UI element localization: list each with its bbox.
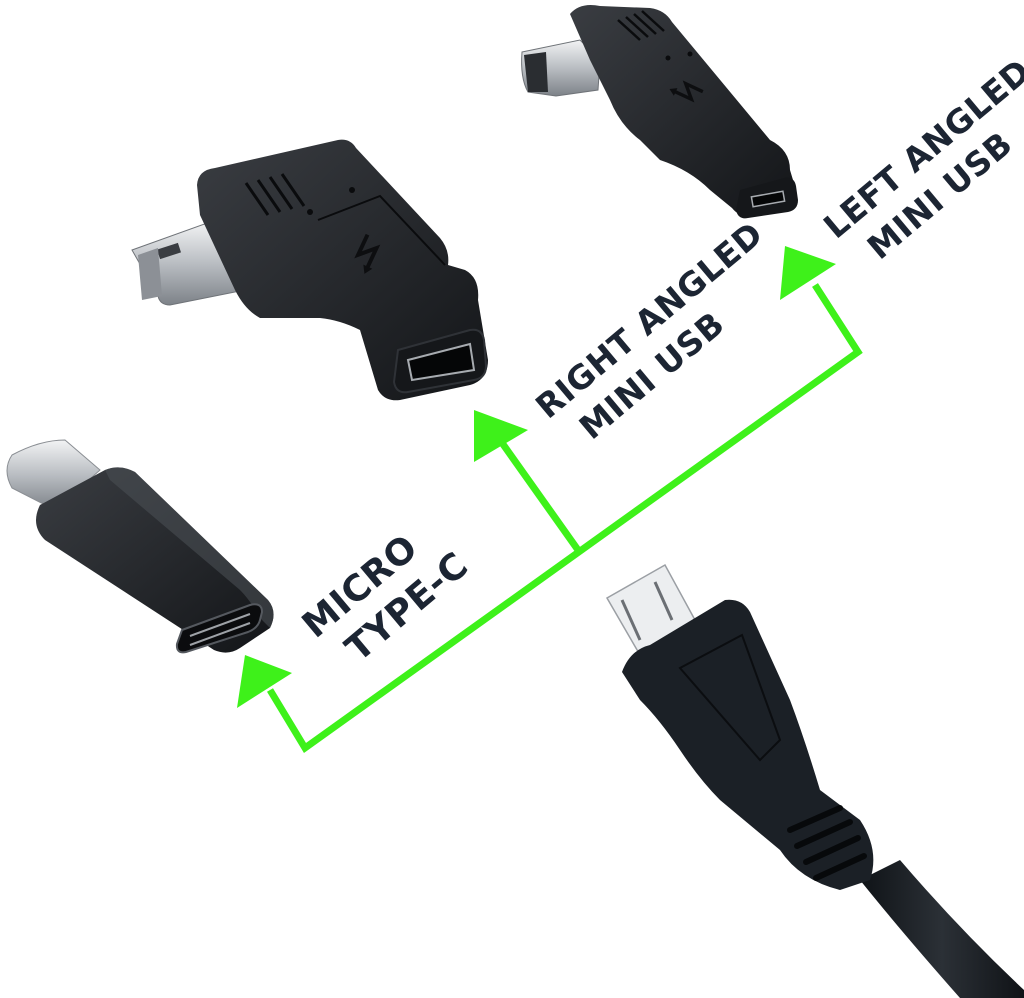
usb-c-adapter-icon <box>6 439 274 654</box>
arrow-diagram <box>267 283 863 754</box>
label-micro-type-c: MICRO TYPE-C <box>295 527 477 670</box>
arrow-head-micro-type-c <box>237 655 292 708</box>
connector-line-branch <box>497 437 581 553</box>
arrow-head-left-angled <box>780 246 836 300</box>
label-left-angled: LEFT ANGLED MINI USB <box>816 51 1024 267</box>
left-angle-mini-usb-adapter-icon: ⭍ <box>521 5 798 219</box>
connector-line-main <box>267 283 863 754</box>
right-angle-mini-usb-adapter-icon: ⭍ <box>131 139 488 401</box>
micro-usb-plug-icon <box>605 563 1024 998</box>
arrow-head-right-angled <box>474 410 528 462</box>
